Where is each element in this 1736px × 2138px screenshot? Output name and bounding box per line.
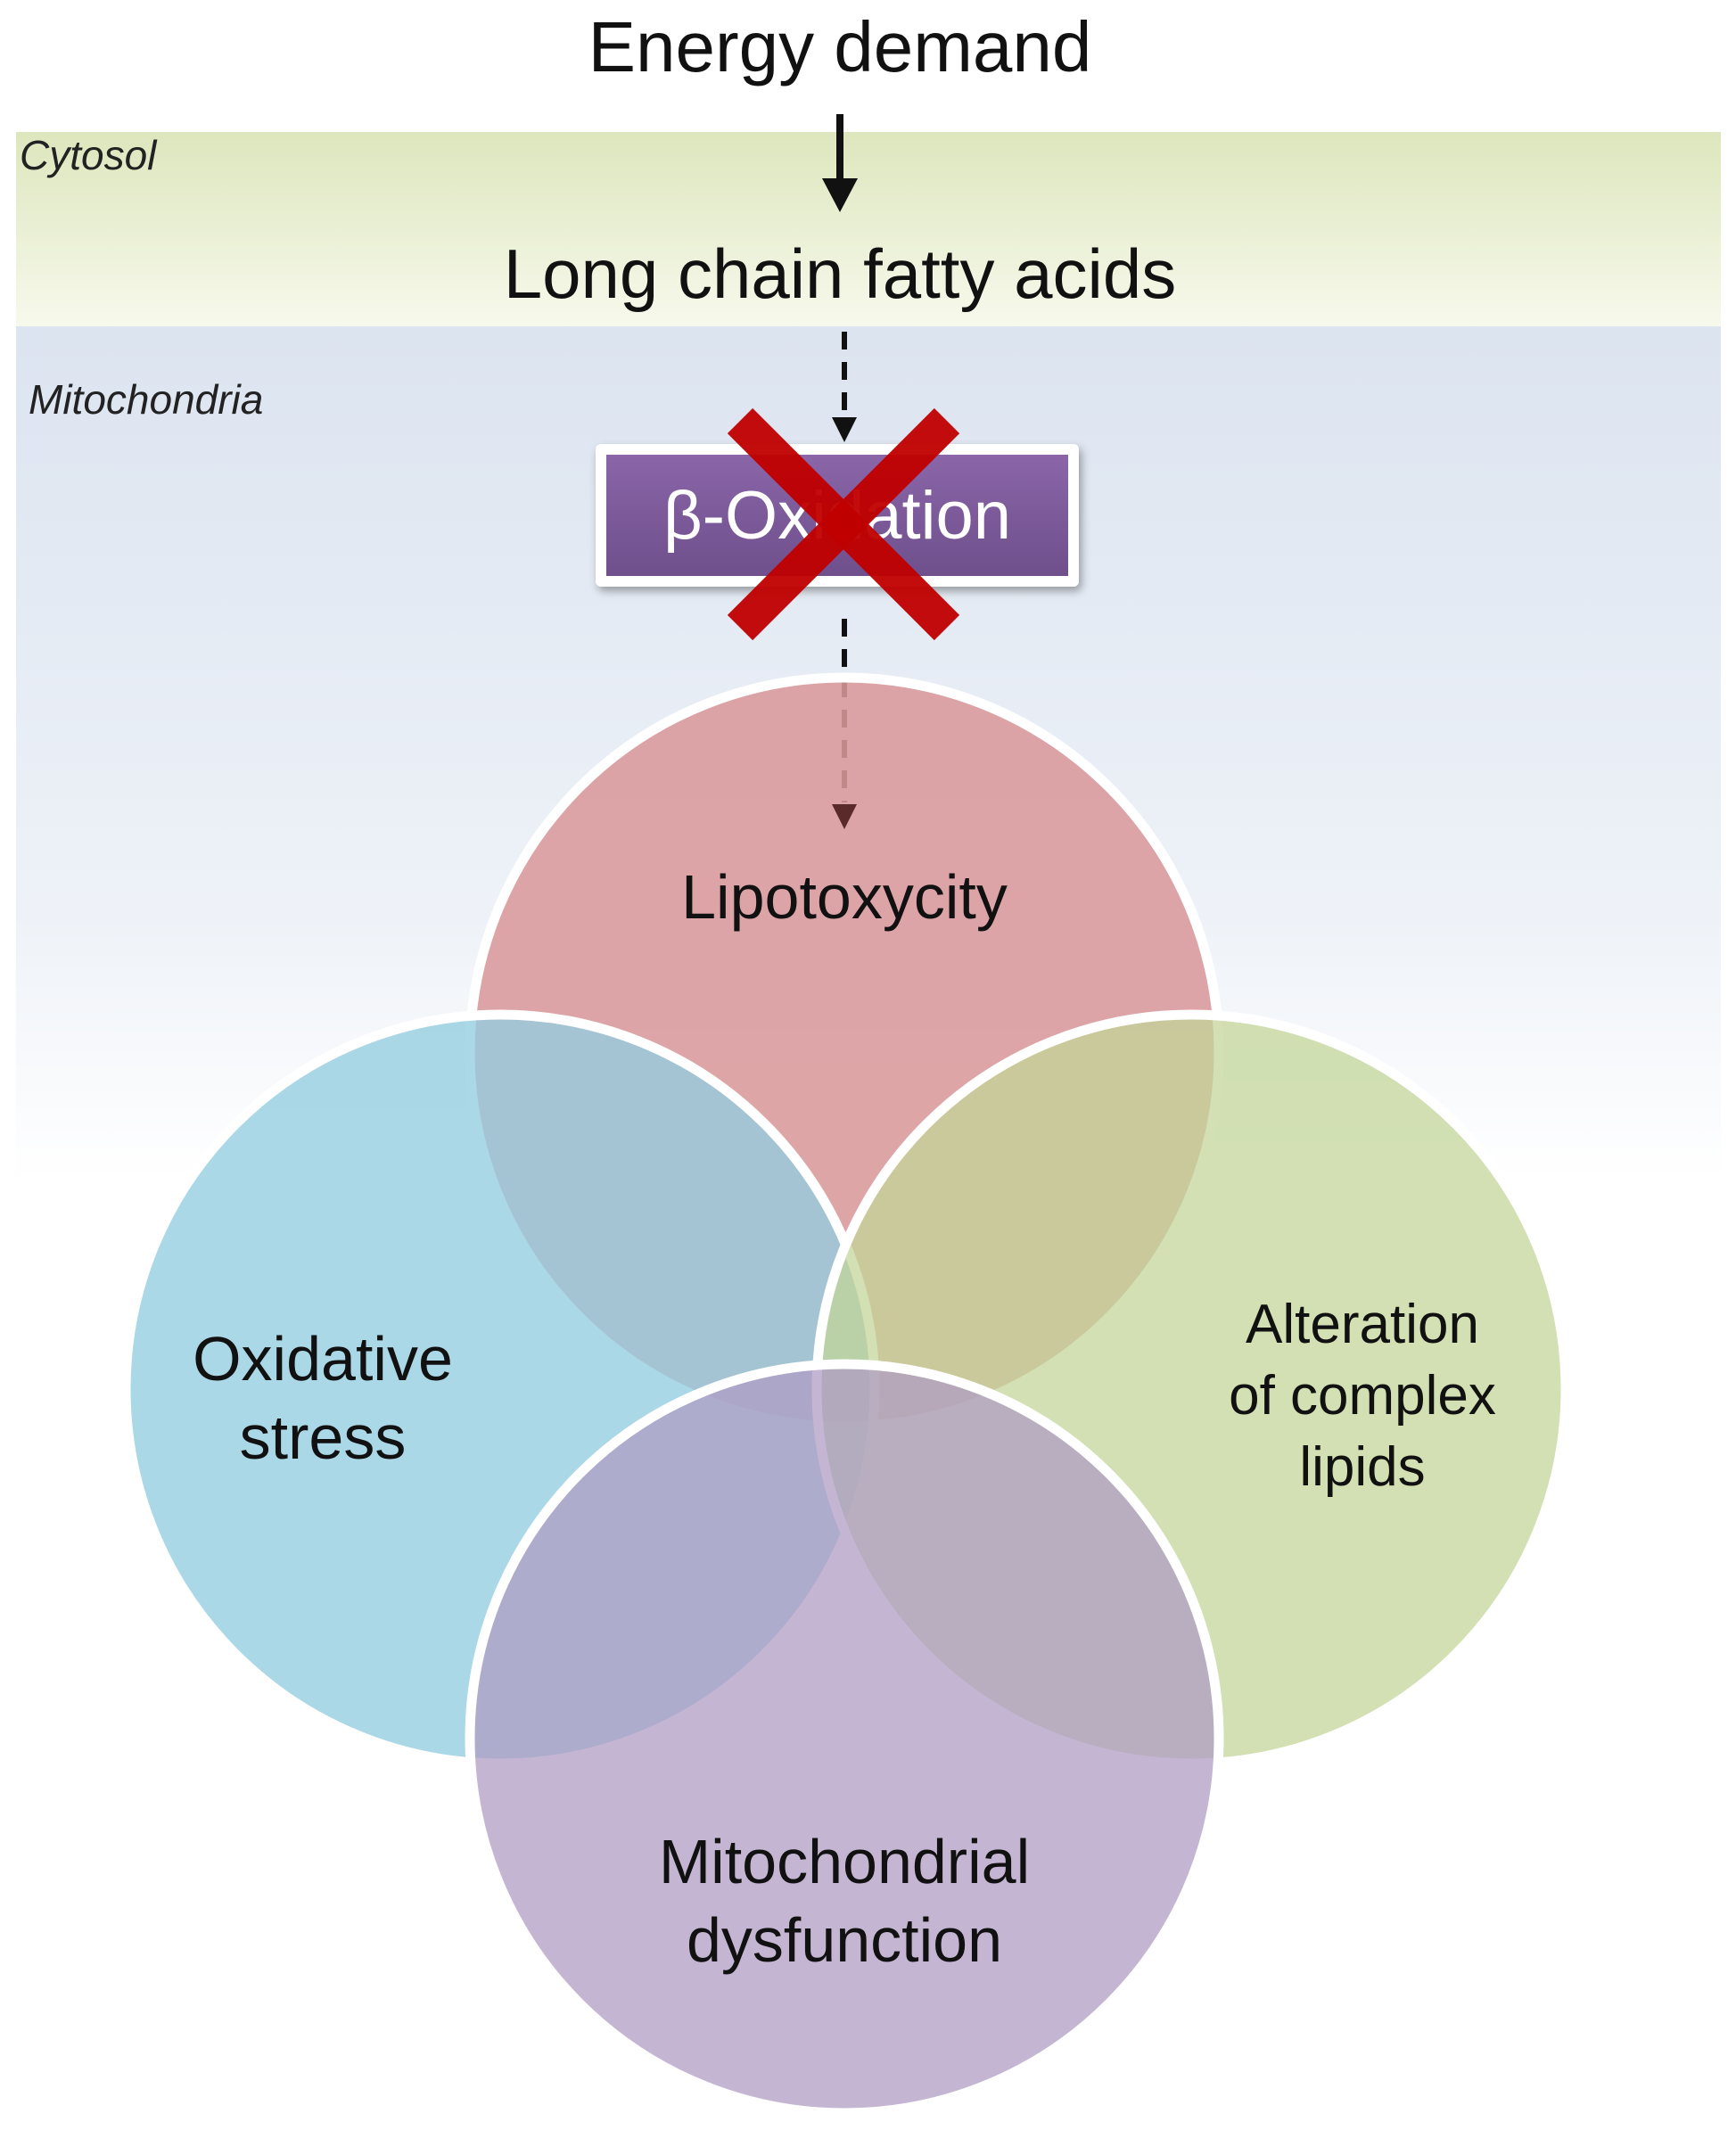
complex-lipids-label-line1: Alteration	[1246, 1294, 1479, 1355]
complex-lipids-label-line2: of complex	[1229, 1365, 1496, 1427]
long-chain-fatty-acids-label: Long chain fatty acids	[504, 234, 1176, 313]
mitochondrial-dysfunction-circle	[465, 1359, 1224, 2118]
venn-circles	[120, 672, 1571, 2118]
oxidative-stress-label-line2: stress	[240, 1402, 407, 1472]
energy-demand-label: Energy demand	[588, 7, 1092, 86]
lipotoxicity-label: Lipotoxycity	[681, 862, 1008, 932]
complex-lipids-label-line3: lipids	[1299, 1436, 1425, 1498]
arrowhead-lipotoxicity	[832, 804, 857, 829]
mitochondria-label: Mitochondria	[29, 376, 263, 423]
mitochondrial-dysfunction-label-line1: Mitochondrial	[659, 1827, 1030, 1896]
arrow-down-icon	[822, 114, 858, 212]
dashed-arrow-to-oxidation	[832, 332, 857, 442]
cytosol-band	[16, 132, 1721, 326]
mitochondrial-dysfunction-label-line2: dysfunction	[687, 1905, 1002, 1975]
cross-icon	[727, 407, 960, 641]
cytosol-label: Cytosol	[20, 132, 158, 178]
oxidative-stress-label-line1: Oxidative	[193, 1324, 453, 1394]
